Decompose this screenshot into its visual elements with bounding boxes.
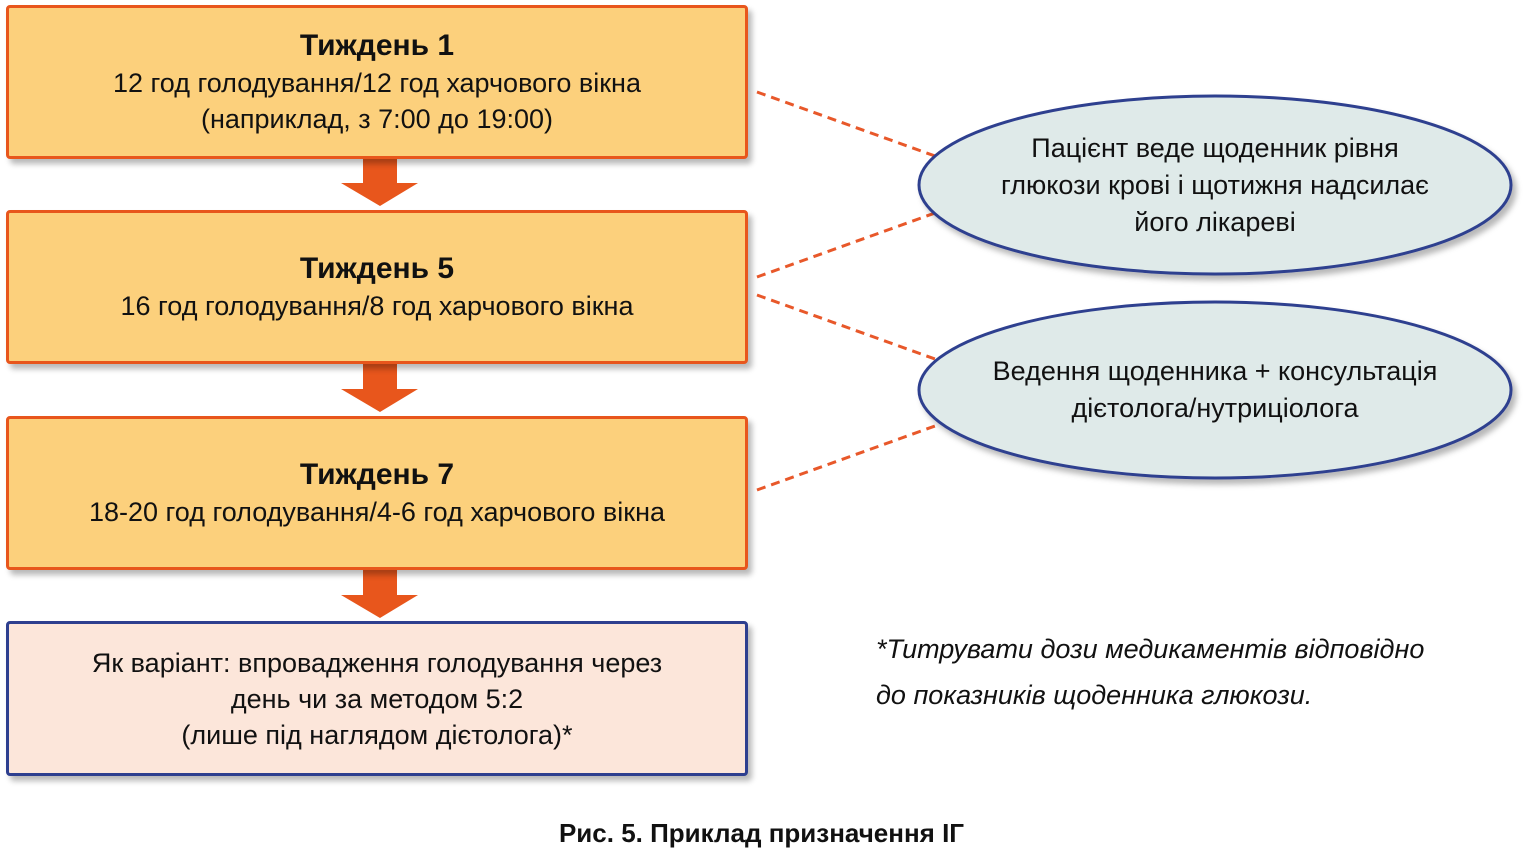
step-week-5: Тиждень 5 16 год голодування/8 год харчо…	[6, 210, 748, 364]
footnote-line: до показників щоденника глюкози.	[876, 680, 1313, 710]
note-line: Ведення щоденника + консультація	[992, 356, 1438, 386]
note-ellipse-2	[917, 300, 1513, 480]
step-week-1: Тиждень 1 12 год голодування/12 год харч…	[6, 5, 748, 159]
connector-week7-note2	[756, 424, 936, 492]
note-line: його лікареві	[1134, 206, 1296, 237]
option-line: день чи за методом 5:2	[230, 683, 524, 714]
note-line: дієтолога/нутриціолога	[1071, 393, 1359, 423]
footnote-line: *Титрувати дози медикаментів відповідно	[876, 634, 1425, 664]
note-ellipse-1	[917, 94, 1513, 276]
step-title: Тиждень 7	[299, 458, 455, 491]
note-line: глюкози крові і щотижня надсилає	[1001, 169, 1429, 200]
option-line: Як варіант: впровадження голодування чер…	[91, 647, 663, 678]
connector-week1-note1	[756, 90, 936, 158]
note-line: Пацієнт веде щоденник рівня	[1031, 132, 1399, 163]
option-line: (лише під наглядом дієтолога)*	[181, 719, 573, 750]
step-line: 16 год голодування/8 год харчового вікна	[120, 291, 634, 321]
down-arrow-3	[341, 569, 418, 618]
footnote: *Титрувати дози медикаментів відповідно …	[876, 626, 1424, 718]
note-2-text: Ведення щоденника + консультація дієтоло…	[930, 305, 1500, 475]
down-arrow-1	[341, 158, 418, 206]
step-title: Тиждень 5	[299, 252, 455, 285]
step-line: 18-20 год голодування/4-6 год харчового …	[89, 497, 665, 527]
connector-week5-note2	[756, 293, 936, 361]
down-arrow-2	[341, 363, 418, 412]
option-box: Як варіант: впровадження голодування чер…	[6, 621, 748, 776]
step-line: (наприклад, з 7:00 до 19:00)	[200, 104, 554, 134]
figure-caption: Рис. 5. Приклад призначення ІГ	[558, 818, 965, 848]
step-line: 12 год голодування/12 год харчового вікн…	[113, 68, 641, 98]
step-week-7: Тиждень 7 18-20 год голодування/4-6 год …	[6, 416, 748, 570]
connector-week5-note1	[756, 211, 936, 279]
note-1-text: Пацієнт веде щоденник рівня глюкози кров…	[930, 100, 1500, 270]
step-title: Тиждень 1	[299, 29, 455, 62]
